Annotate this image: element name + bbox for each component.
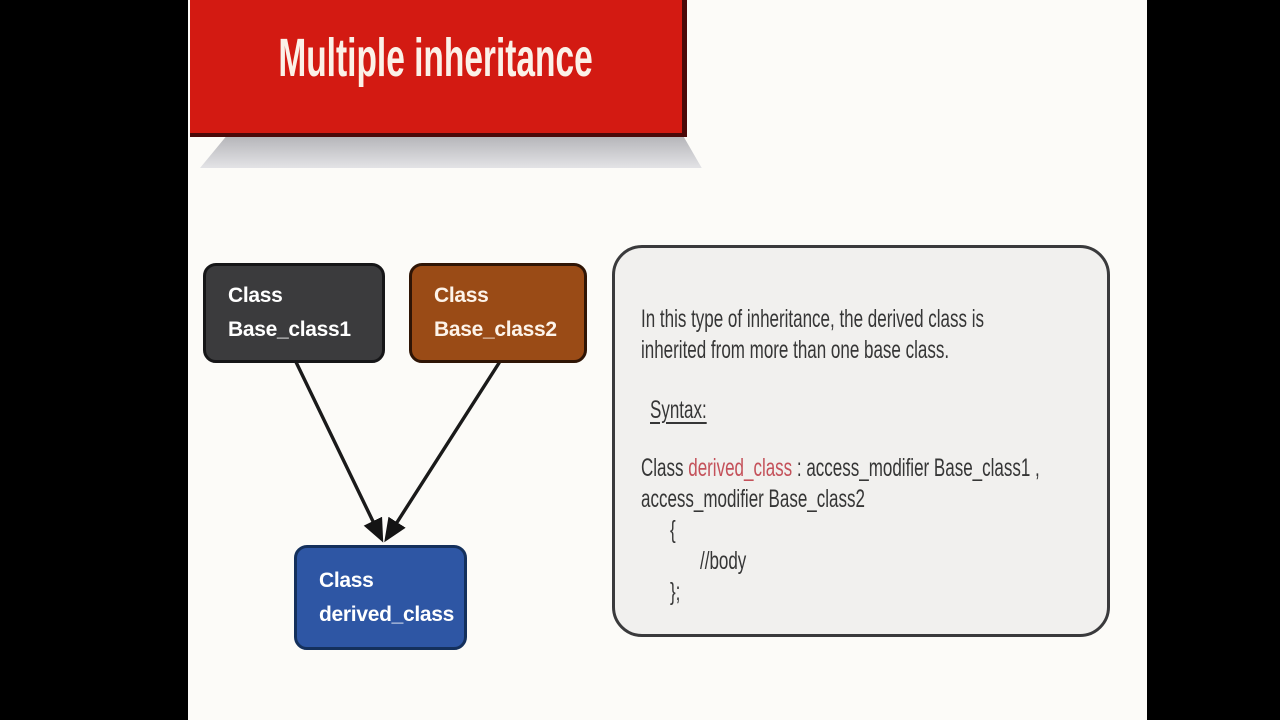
base-class2-label-line2: Base_class2 <box>434 318 557 341</box>
title-banner: Multiple inheritance <box>190 0 687 137</box>
derived-class-box: Class derived_class <box>294 545 467 650</box>
syntax-label: Syntax: <box>650 396 707 424</box>
derived-class-label-line2: derived_class <box>319 602 455 626</box>
code-line-1-rest: : access_modifier Base_class1 , <box>792 454 1040 482</box>
description-line1: In this type of inheritance, the derived… <box>641 305 985 333</box>
inheritance-arrows <box>294 360 501 543</box>
code-line-2: access_modifier Base_class2 <box>641 485 865 513</box>
code-line-4: //body <box>700 547 747 575</box>
code-derived-class-name: derived_class <box>688 454 793 482</box>
base-class2-label-line1: Class <box>434 284 489 307</box>
banner-shadow <box>200 137 702 168</box>
code-line-1: Class derived_class : access_modifier Ba… <box>641 453 1040 484</box>
derived-class-label-line1: Class <box>319 568 374 592</box>
letterbox-left <box>0 0 188 720</box>
code-line-5: }; <box>670 578 681 606</box>
base-class2-box: Class Base_class2 <box>409 263 587 363</box>
code-block: Class derived_class : access_modifier Ba… <box>641 453 1087 608</box>
page-title: Multiple inheritance <box>278 27 594 88</box>
code-keyword: Class <box>641 454 689 482</box>
arrow-base2-to-derived <box>384 361 501 543</box>
info-panel: In this type of inheritance, the derived… <box>612 245 1110 637</box>
base-class1-label-line1: Class <box>228 284 283 307</box>
base-class1-box: Class Base_class1 <box>203 263 385 363</box>
base-class1-label-line2: Base_class1 <box>228 318 351 341</box>
arrow-base1-to-derived <box>294 360 384 543</box>
letterbox-right <box>1147 0 1280 720</box>
slide: Multiple inheritance Class Base_class1 C… <box>188 0 1147 720</box>
description-line2: inherited from more than one base class. <box>641 336 950 364</box>
code-line-3: { <box>670 516 676 544</box>
